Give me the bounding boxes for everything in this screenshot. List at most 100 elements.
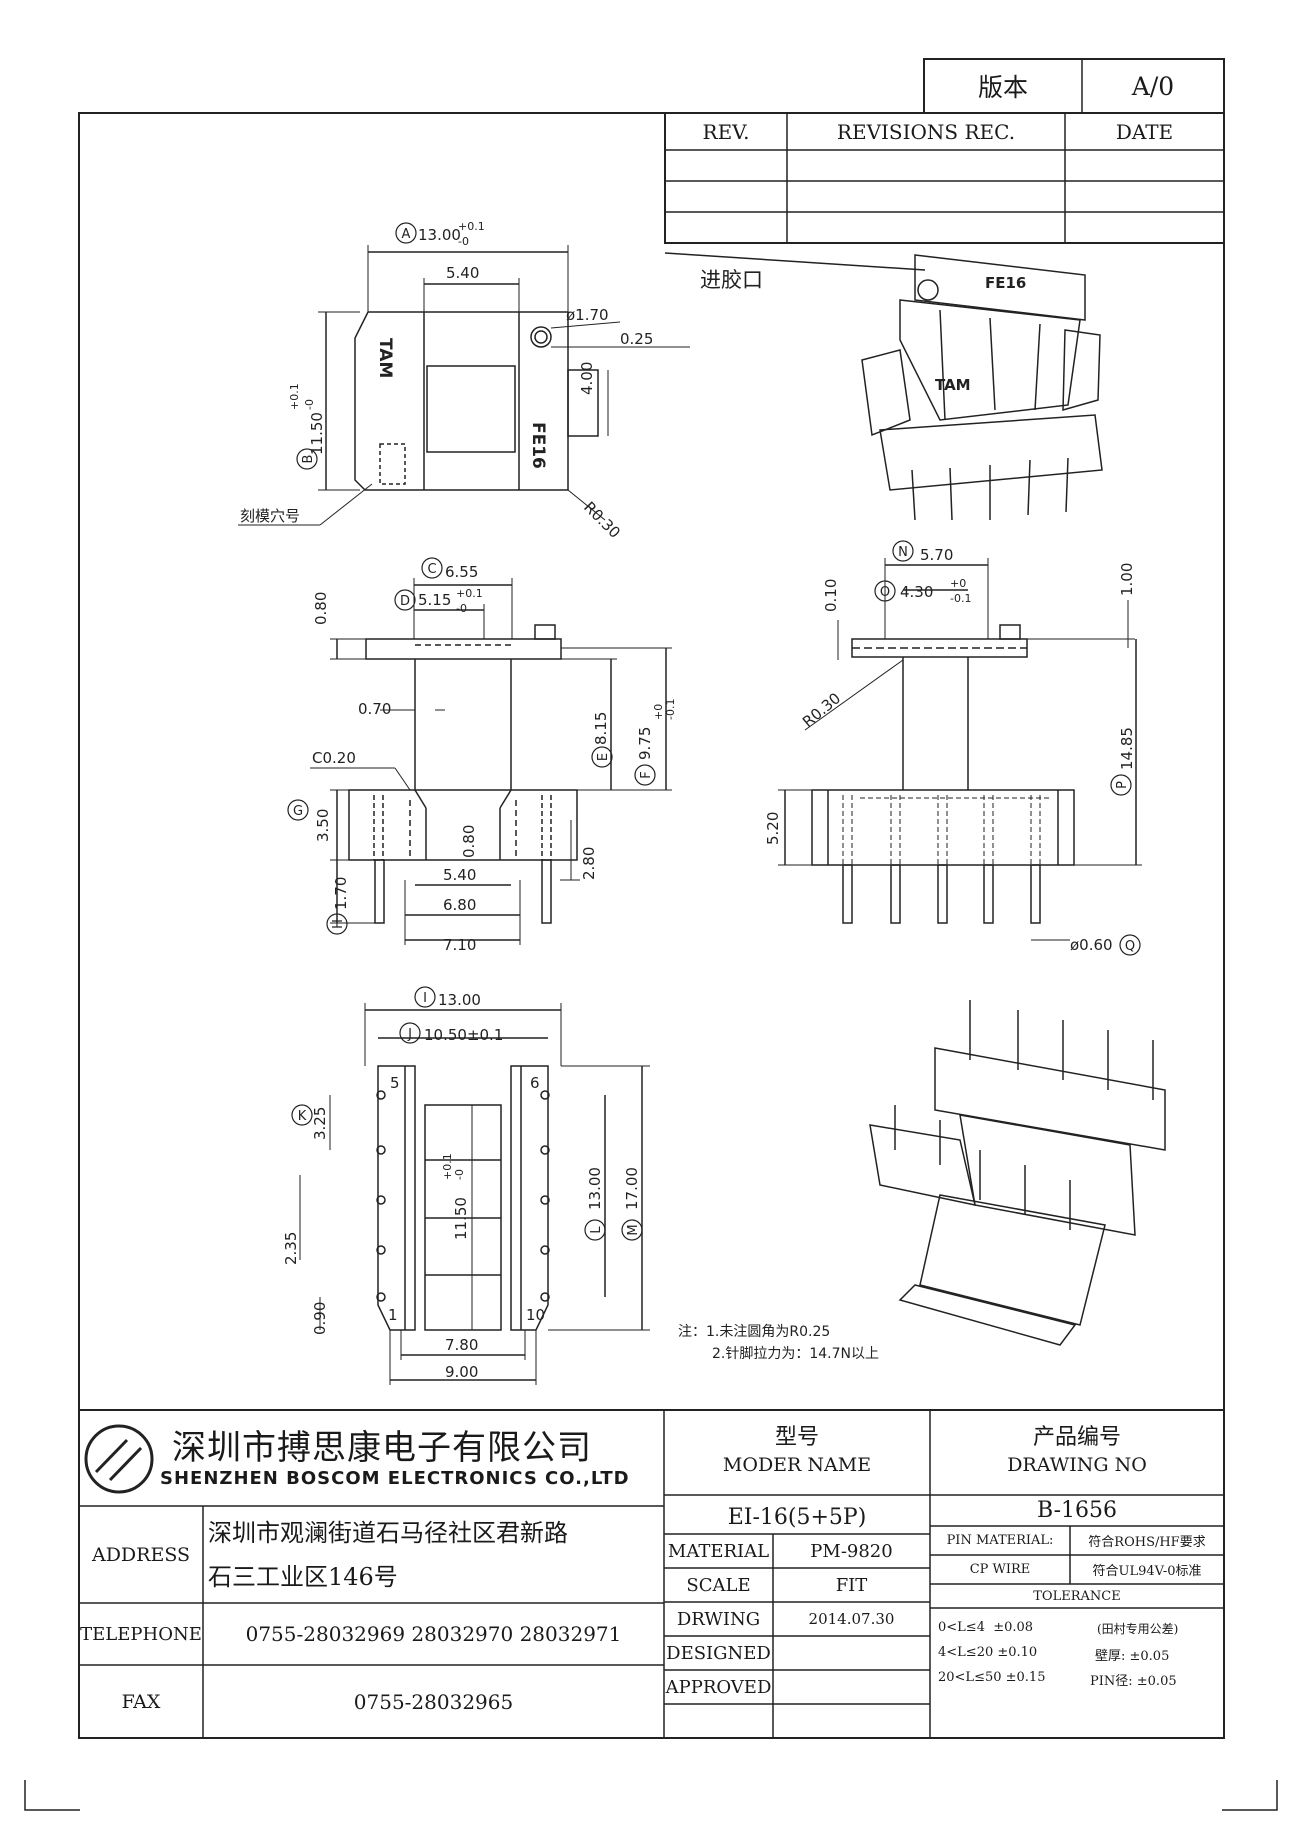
scale-label: SCALE bbox=[686, 1574, 751, 1596]
svg-text:D: D bbox=[400, 594, 410, 609]
tolerance-label: TOLERANCE bbox=[1033, 1588, 1121, 1604]
dim-010: 0.10 bbox=[822, 579, 840, 612]
mark-tam-iso: TAM bbox=[935, 376, 971, 394]
svg-text:G: G bbox=[293, 804, 303, 819]
pin-material-value: 符合ROHS/HF要求 bbox=[1088, 1535, 1206, 1550]
title-block-grid bbox=[79, 1409, 1224, 1738]
svg-text:J: J bbox=[407, 1027, 412, 1042]
top-view bbox=[238, 245, 690, 526]
note-1: 注：1.未注圆角为R0.25 bbox=[678, 1324, 830, 1340]
dim-o-tol-plus: +0 bbox=[950, 577, 966, 590]
dim-d-tol-plus: +0.1 bbox=[456, 587, 483, 600]
dim-j: 10.50±0.1 bbox=[424, 1026, 503, 1044]
dim-r030: R0.30 bbox=[580, 498, 624, 542]
rev-column-header: REV. bbox=[702, 119, 750, 144]
dim-a: 13.00 bbox=[418, 226, 461, 244]
svg-text:L: L bbox=[589, 1226, 604, 1234]
dim-c: 6.55 bbox=[445, 563, 478, 581]
drawing-label-cn: 产品编号 bbox=[1032, 1425, 1121, 1450]
dim-540-top: 5.40 bbox=[446, 264, 479, 282]
model-label-en: MODER NAME bbox=[722, 1454, 872, 1476]
bottom-view bbox=[299, 1003, 650, 1385]
dim-080-top: 0.80 bbox=[312, 592, 330, 625]
pin-6: 6 bbox=[530, 1074, 540, 1092]
dim-f-tol-plus: +0 bbox=[652, 704, 665, 720]
tolerance-note-2: 壁厚: ±0.05 bbox=[1095, 1649, 1170, 1664]
model-label-cn: 型号 bbox=[774, 1425, 819, 1450]
address-line-1: 深圳市观澜街道石马径社区君新路 bbox=[208, 1519, 568, 1547]
address-label: ADDRESS bbox=[91, 1543, 191, 1566]
approved-label: APPROVED bbox=[665, 1676, 772, 1698]
drwing-date: 2014.07.30 bbox=[808, 1610, 895, 1628]
address-line-2: 石三工业区146号 bbox=[208, 1563, 398, 1591]
pin-1: 1 bbox=[388, 1306, 398, 1324]
dim-780: 7.80 bbox=[445, 1336, 478, 1354]
dim-m: 17.00 bbox=[623, 1167, 641, 1210]
dim-070: 0.70 bbox=[358, 700, 391, 718]
mold-cavity-label: 刻模穴号 bbox=[240, 507, 300, 525]
dim-280: 2.80 bbox=[580, 847, 598, 880]
dim-b-tol-plus: +0.1 bbox=[288, 383, 301, 410]
dim-680: 6.80 bbox=[443, 896, 476, 914]
tolerance-row-3: 20<L≤50 ±0.15 bbox=[938, 1670, 1046, 1685]
dim-k: 3.25 bbox=[311, 1107, 329, 1140]
svg-text:F: F bbox=[639, 771, 654, 778]
dim-d: 5.15 bbox=[418, 591, 451, 609]
dim-q: ø0.60 bbox=[1070, 936, 1113, 954]
svg-text:P: P bbox=[1115, 781, 1130, 789]
mark-fe16-top: FE16 bbox=[528, 422, 548, 469]
dim-400: 4.00 bbox=[578, 362, 596, 395]
date-column-header: DATE bbox=[1115, 119, 1174, 144]
drawing-label-en: DRAWING NO bbox=[1007, 1454, 1147, 1476]
dim-520: 5.20 bbox=[764, 812, 782, 845]
revisions-column-header: REVISIONS REC. bbox=[836, 119, 1016, 144]
dim-540-front: 5.40 bbox=[443, 866, 476, 884]
svg-text:B: B bbox=[301, 455, 316, 464]
mark-tam-top: TAM bbox=[375, 338, 395, 378]
drawing-frame bbox=[78, 112, 1225, 1739]
dim-235: 2.35 bbox=[282, 1232, 300, 1265]
svg-text:O: O bbox=[880, 585, 890, 600]
designed-label: DESIGNED bbox=[666, 1642, 771, 1664]
cp-wire-label: CP WIRE bbox=[969, 1562, 1031, 1577]
mark-fe16-iso: FE16 bbox=[985, 274, 1026, 292]
model-value: EI-16(5+5P) bbox=[727, 1504, 867, 1530]
dim-090: 0.90 bbox=[311, 1302, 329, 1335]
dim-hole-diameter: ø1.70 bbox=[566, 306, 609, 324]
dim-e: 8.15 bbox=[592, 712, 610, 745]
dim-710: 7.10 bbox=[443, 936, 476, 954]
dim-900: 9.00 bbox=[445, 1363, 478, 1381]
company-name-cn: 深圳市搏思康电子有限公司 bbox=[172, 1428, 592, 1468]
cp-wire-value: 符合UL94V-0标准 bbox=[1092, 1564, 1202, 1579]
drwing-label: DRWING bbox=[676, 1608, 761, 1630]
dim-p: 14.85 bbox=[1118, 727, 1136, 770]
dim-i: 13.00 bbox=[438, 991, 481, 1009]
dim-n: 5.70 bbox=[920, 546, 953, 564]
company-name-en: SHENZHEN BOSCOM ELECTRONICS CO.,LTD bbox=[160, 1468, 630, 1489]
svg-text:K: K bbox=[298, 1109, 307, 1124]
dim-080-mid: 0.80 bbox=[460, 825, 478, 858]
material-value: PM-9820 bbox=[810, 1540, 893, 1562]
dim-f: 9.75 bbox=[636, 727, 654, 760]
dim-b-tol-minus: -0 bbox=[303, 399, 316, 410]
side-view bbox=[778, 558, 1142, 941]
isometric-view-2 bbox=[869, 1000, 1166, 1346]
pin-5: 5 bbox=[390, 1074, 400, 1092]
tolerance-row-2: 4<L≤20 ±0.10 bbox=[938, 1645, 1038, 1660]
tolerance-note-1: (田村专用公差) bbox=[1097, 1622, 1179, 1636]
dim-1150-bottom: 11.50 bbox=[452, 1197, 470, 1240]
pin-material-label: PIN MATERIAL: bbox=[946, 1533, 1054, 1548]
svg-text:M: M bbox=[626, 1224, 641, 1235]
note-2: 2.针脚拉力为：14.7N以上 bbox=[712, 1346, 879, 1362]
dim-1150-tol-minus: -0 bbox=[453, 1169, 466, 1180]
dim-d-tol-minus: -0 bbox=[456, 602, 467, 615]
dim-g: 3.50 bbox=[314, 809, 332, 842]
version-value: A/0 bbox=[1131, 71, 1175, 101]
dim-c020: C0.20 bbox=[312, 749, 356, 767]
tolerance-row-1: 0<L≤4 ±0.08 bbox=[938, 1620, 1034, 1635]
gate-label: 进胶口 bbox=[700, 268, 763, 292]
front-view bbox=[310, 578, 672, 945]
tolerance-note-3: PIN径: ±0.05 bbox=[1090, 1674, 1177, 1689]
dim-f-tol-minus: -0.1 bbox=[664, 699, 677, 720]
